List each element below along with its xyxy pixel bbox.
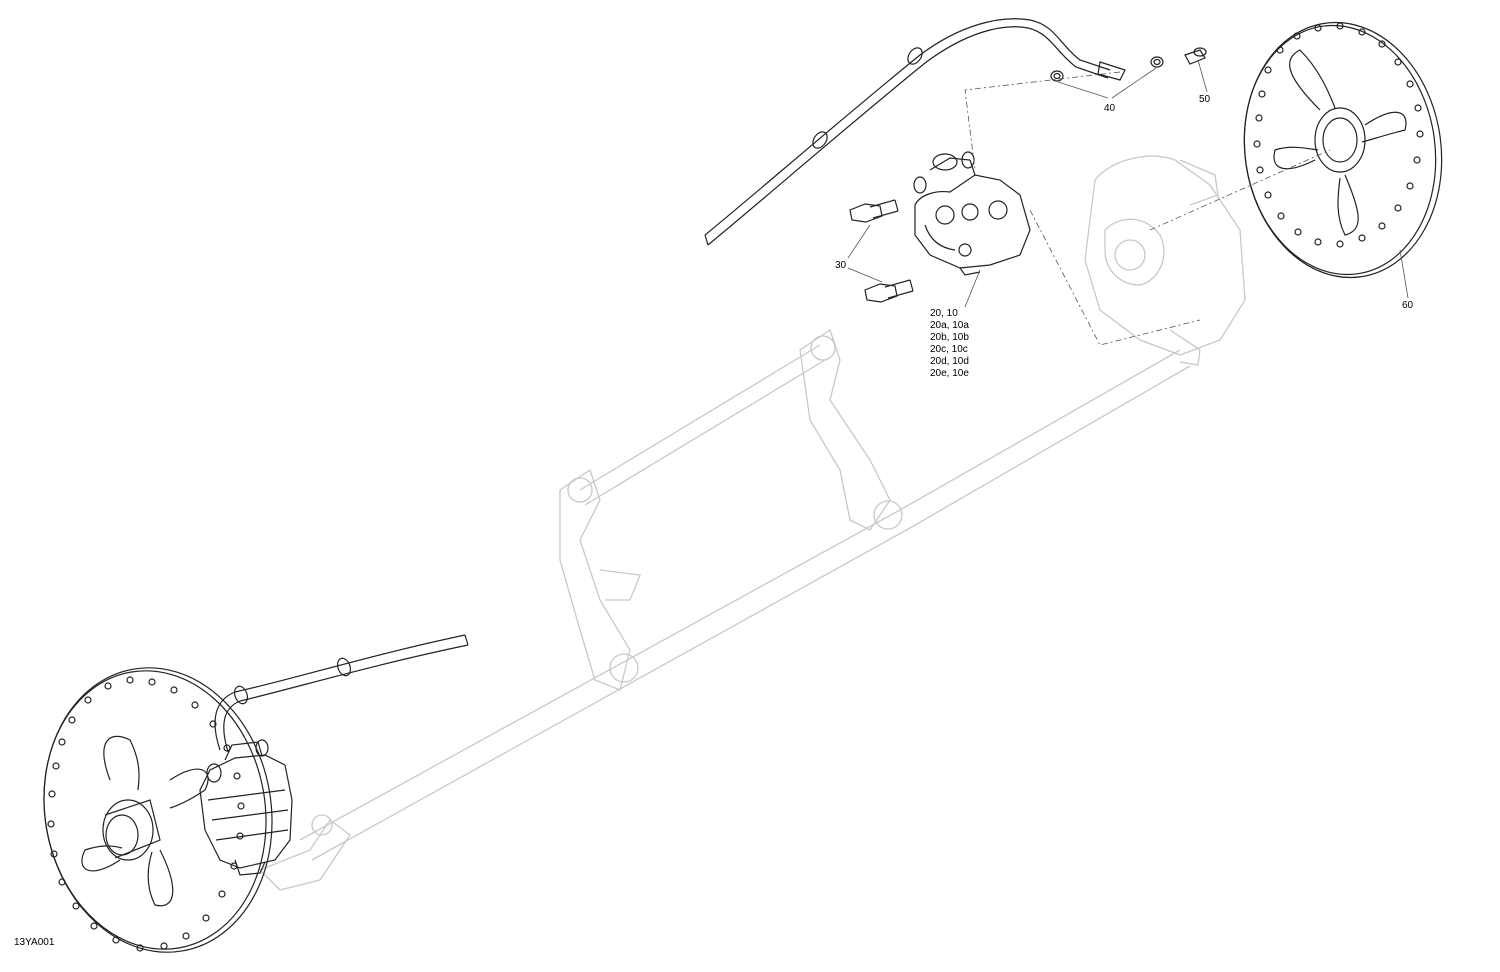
caliper-bolts bbox=[849, 199, 914, 303]
figure-code: 13YA001 bbox=[14, 937, 55, 948]
caliper-callout: 20c, 10c bbox=[930, 344, 968, 355]
brake-caliper-right bbox=[913, 151, 1031, 276]
caliper-callout-stack: 20, 10 20a, 10a 20b, 10b 20c, 10c 20d, 1… bbox=[930, 308, 969, 380]
brake-hose-left bbox=[214, 634, 469, 753]
caliper-callout: 20a, 10a bbox=[930, 320, 969, 331]
brake-disc-left bbox=[43, 667, 273, 953]
brake-hose-right bbox=[704, 18, 1126, 246]
caliper-callout: 20e, 10e bbox=[930, 368, 969, 379]
callout-40: 40 bbox=[1104, 103, 1116, 114]
callout-50: 50 bbox=[1199, 94, 1211, 105]
ghosted-suspension bbox=[258, 155, 1246, 891]
brake-disc-right bbox=[1243, 21, 1443, 279]
caliper-callout: 20b, 10b bbox=[930, 332, 969, 343]
callout-30: 30 bbox=[835, 260, 847, 271]
caliper-callout: 20, 10 bbox=[930, 308, 958, 319]
brake-caliper-left bbox=[199, 739, 293, 876]
leader-lines bbox=[847, 59, 1409, 308]
dashed-assembly-lines bbox=[964, 71, 1331, 346]
callout-60: 60 bbox=[1402, 300, 1414, 311]
caliper-callout: 20d, 10d bbox=[930, 356, 969, 367]
hose-fittings-right bbox=[1050, 47, 1207, 82]
